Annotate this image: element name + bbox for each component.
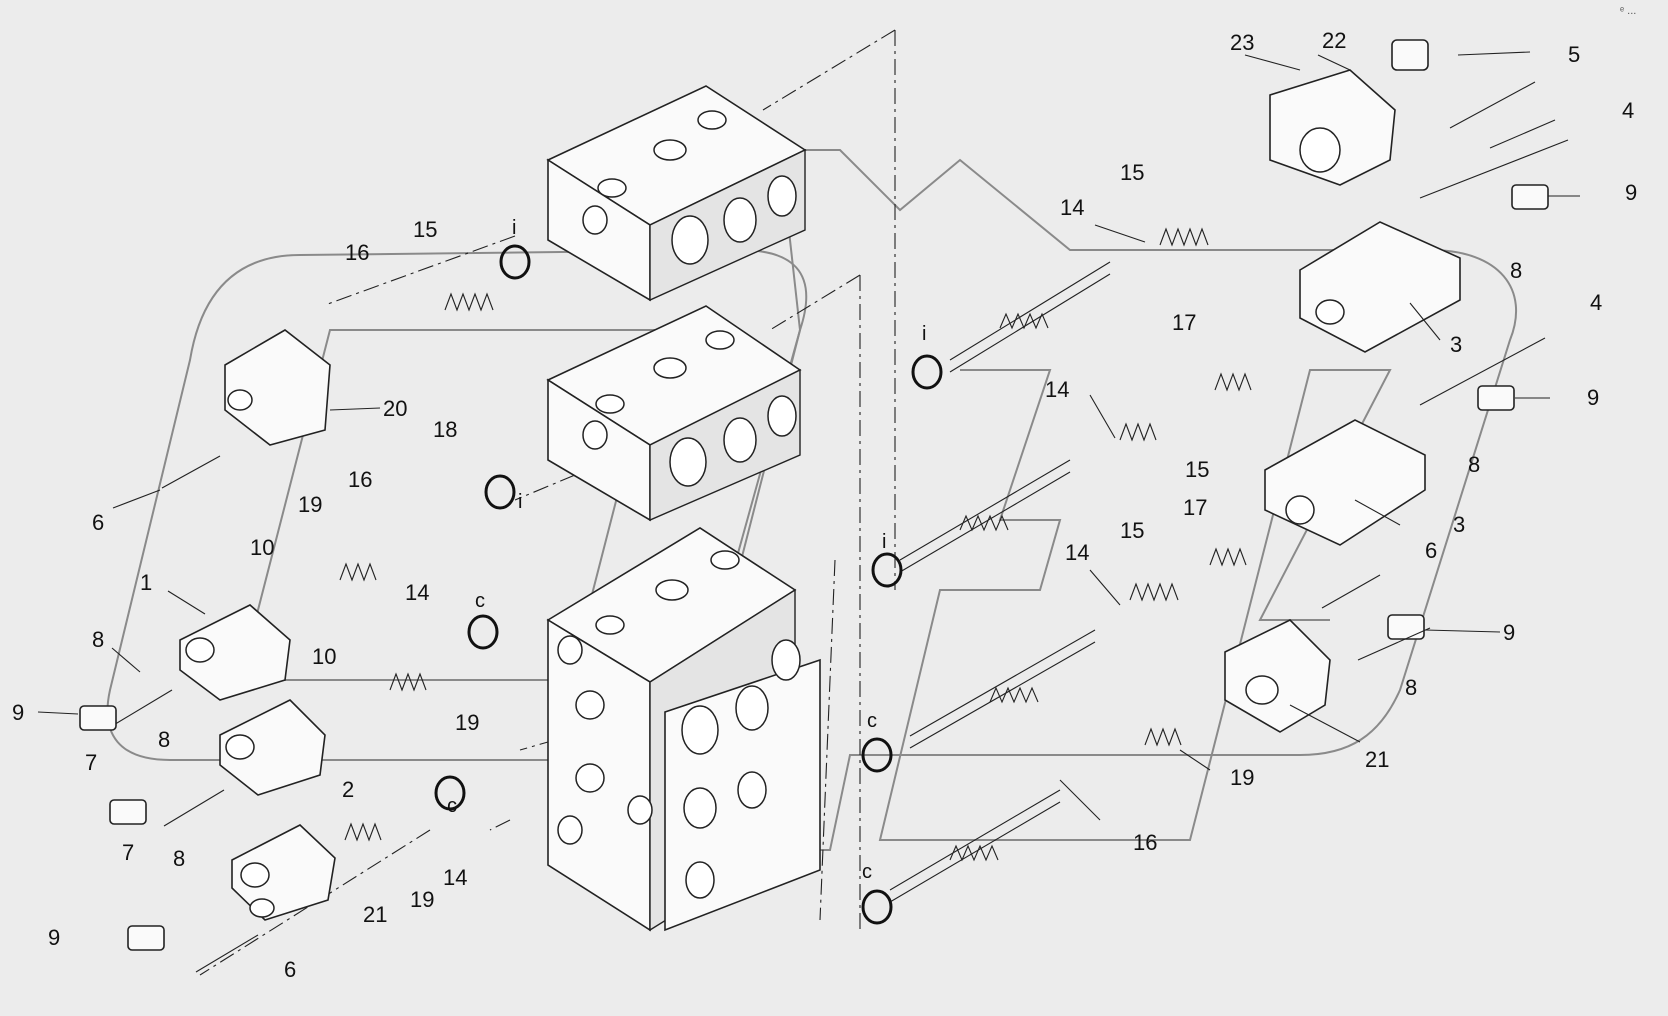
callout-8: 8 [1405,675,1417,700]
callout-17: 17 [1172,310,1196,335]
callout-16: 16 [1133,830,1157,855]
center-lines [199,29,896,976]
label-c: c [475,590,485,612]
callout-14: 14 [1060,195,1084,220]
cover-3-lower [1264,419,1426,546]
callout-14: 14 [1065,540,1089,565]
valve-section-middle [546,305,802,522]
label-i: i [518,491,522,513]
callout-15: 15 [1120,518,1144,543]
callout-8: 8 [92,627,104,652]
callout-9: 9 [1503,620,1515,645]
callout-14: 14 [1045,377,1069,402]
label-c: c [867,710,877,732]
fittings [79,39,1549,951]
callout-20: 20 [383,396,407,421]
corner-mark: ᵉ ... [1620,5,1636,17]
callout-14: 14 [405,580,429,605]
callout-3: 3 [1450,332,1462,357]
label-c: c [862,861,872,883]
callout-14: 14 [443,865,467,890]
cover-2 [219,699,326,796]
callout-3: 3 [1453,512,1465,537]
callout-10: 10 [312,644,336,669]
valve-section-top [546,85,807,302]
cover-21-right [1224,619,1331,733]
callout-21: 21 [1365,747,1389,772]
callout-8: 8 [1510,258,1522,283]
callout-5: 5 [1568,42,1580,67]
label-c: c [447,795,457,817]
leader-lines [37,51,1580,821]
callout-6: 6 [92,510,104,535]
callout-8: 8 [173,846,185,871]
callout-7: 7 [122,840,134,865]
label-i: i [512,217,516,239]
callout-15: 15 [413,217,437,242]
cover-20 [224,329,331,446]
callout-4: 4 [1622,98,1634,123]
label-i: i [882,531,886,553]
callout-18: 18 [433,417,457,442]
callout-19: 19 [455,710,479,735]
callout-9: 9 [12,700,24,725]
callout-15: 15 [1185,457,1209,482]
callout-16: 16 [348,467,372,492]
valve-section-bottom [546,527,821,932]
callout-7: 7 [85,750,97,775]
callout-23: 23 [1230,30,1254,55]
callout-9: 9 [1625,180,1637,205]
springs [339,227,1252,842]
callout-19: 19 [298,492,322,517]
callout-9: 9 [1587,385,1599,410]
o-rings [434,244,943,925]
callout-19: 19 [410,887,434,912]
bolts [111,81,1569,973]
label-i: i [922,323,926,345]
callout-10: 10 [250,535,274,560]
callout-17: 17 [1183,495,1207,520]
callout-9: 9 [48,925,60,950]
callout-8: 8 [1468,452,1480,477]
callout-6: 6 [284,957,296,982]
cover-3-upper [1299,221,1461,353]
callout-6: 6 [1425,538,1437,563]
spools [889,261,1111,903]
callout-21: 21 [363,902,387,927]
cover-21-left [231,824,336,921]
callout-2: 2 [342,777,354,802]
callout-15: 15 [1120,160,1144,185]
callout-19: 19 [1230,765,1254,790]
callout-22: 22 [1322,28,1346,53]
callout-16: 16 [345,240,369,265]
callout-4: 4 [1590,290,1602,315]
cover-23 [1269,69,1396,186]
callout-8: 8 [158,727,170,752]
callouts: 23 22 5 4 9 8 4 3 9 8 3 6 9 8 21 15 14 1… [12,28,1637,982]
callout-1: 1 [140,570,152,595]
cover-1 [179,604,291,701]
